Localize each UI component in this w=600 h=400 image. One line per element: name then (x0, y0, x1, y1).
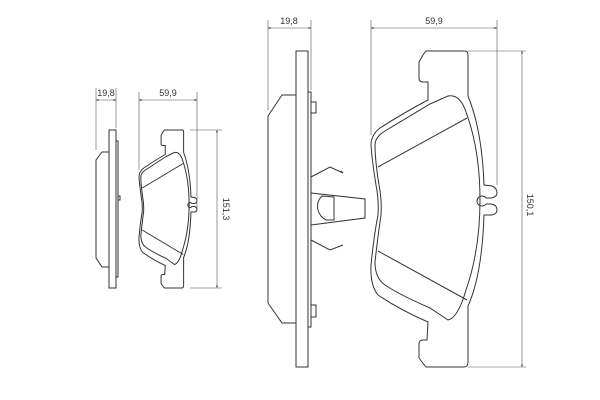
small-height-label: 151,3 (221, 198, 231, 221)
large-width-label: 59,9 (425, 16, 443, 26)
large-side-view (267, 50, 366, 368)
large-thickness-label: 19,8 (280, 16, 298, 26)
large-front-view (370, 50, 498, 368)
large-dimensions (267, 20, 526, 368)
small-thickness-label: 19,8 (97, 88, 115, 98)
small-width-label: 59,9 (159, 88, 177, 98)
small-front-view (138, 129, 198, 289)
small-side-view (95, 129, 121, 289)
small-dimensions (95, 88, 222, 289)
retaining-clip (310, 166, 366, 251)
large-height-label: 150,1 (525, 194, 535, 217)
